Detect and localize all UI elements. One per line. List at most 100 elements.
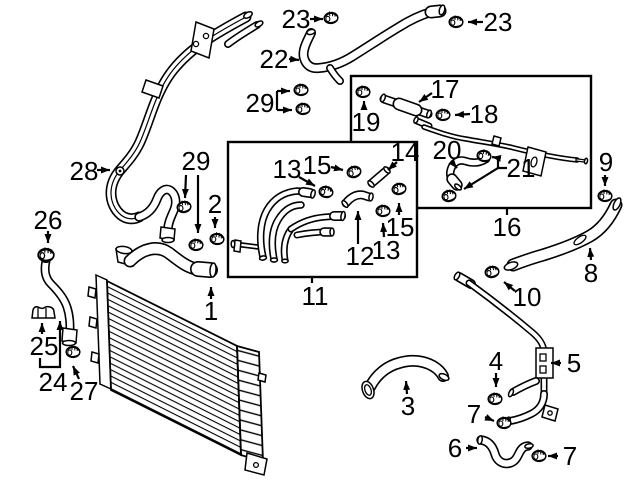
callout-12[interactable]: 12 bbox=[346, 211, 375, 271]
callout-label-7-lower: 7 bbox=[563, 441, 577, 471]
part-10-clamp bbox=[483, 263, 501, 280]
callout-leader-line bbox=[503, 281, 516, 292]
part-5-pipe bbox=[453, 271, 559, 426]
callout-6[interactable]: 6 bbox=[448, 433, 477, 463]
callout-11[interactable]: 11 bbox=[302, 277, 329, 311]
part-radiator bbox=[87, 245, 268, 476]
callout-label-26: 26 bbox=[34, 205, 63, 235]
part-7-clamp-b bbox=[531, 448, 547, 463]
part-25-clip bbox=[31, 305, 56, 319]
callout-8[interactable]: 8 bbox=[584, 247, 598, 288]
part-24-hose-group bbox=[31, 256, 78, 347]
callout-label-9: 9 bbox=[599, 147, 613, 177]
callout-7-lower[interactable]: 7 bbox=[548, 441, 577, 471]
callout-25[interactable]: 25 bbox=[30, 323, 59, 361]
callout-label-11: 11 bbox=[302, 281, 329, 311]
callout-label-13-right: 13 bbox=[372, 235, 401, 265]
part-16-pipe bbox=[413, 116, 589, 177]
callout-14[interactable]: 14 bbox=[387, 137, 420, 171]
callout-9[interactable]: 9 bbox=[599, 147, 613, 186]
callout-leader-line bbox=[380, 222, 388, 238]
callout-label-29-upper: 29 bbox=[246, 88, 275, 118]
callout-27[interactable]: 27 bbox=[70, 365, 99, 406]
part-2-clamp bbox=[209, 231, 226, 246]
callout-1[interactable]: 1 bbox=[204, 287, 218, 326]
callout-leader-line bbox=[72, 365, 80, 380]
callout-28[interactable]: 28 bbox=[70, 156, 110, 186]
callout-label-13-left: 13 bbox=[273, 154, 302, 184]
part-29-clamp-d bbox=[188, 237, 204, 252]
callout-2[interactable]: 2 bbox=[208, 189, 222, 228]
callout-label-18: 18 bbox=[470, 99, 499, 129]
callout-label-10: 10 bbox=[513, 282, 542, 312]
callout-3[interactable]: 3 bbox=[401, 380, 415, 421]
callout-label-6: 6 bbox=[448, 433, 462, 463]
part-29-clamp-a bbox=[293, 82, 309, 97]
callout-7-upper[interactable]: 7 bbox=[467, 399, 495, 429]
callout-leader-line bbox=[38, 321, 64, 369]
callout-26[interactable]: 26 bbox=[34, 205, 63, 243]
callout-label-27: 27 bbox=[70, 376, 99, 406]
callout-leader-line bbox=[587, 247, 595, 261]
callout-13-left[interactable]: 13 bbox=[273, 154, 316, 187]
callout-18[interactable]: 18 bbox=[454, 99, 499, 129]
pipe-bracket bbox=[190, 20, 215, 60]
callout-21[interactable]: 21 bbox=[463, 153, 535, 190]
part-1-hose bbox=[123, 242, 218, 278]
part-28-pipe-assembly bbox=[105, 11, 264, 244]
callout-label-16: 16 bbox=[493, 212, 522, 242]
callout-15-right[interactable]: 15 bbox=[386, 203, 415, 242]
callout-label-5: 5 bbox=[567, 348, 581, 378]
callout-leader-line bbox=[288, 55, 300, 63]
callout-29-upper[interactable]: 29 bbox=[246, 87, 292, 118]
radiator-bracket bbox=[244, 452, 268, 476]
callout-4[interactable]: 4 bbox=[489, 346, 503, 387]
callout-leader-line bbox=[330, 164, 344, 172]
callout-leader-line bbox=[387, 161, 398, 171]
callout-23-left[interactable]: 23 bbox=[282, 4, 323, 34]
callout-16[interactable]: 16 bbox=[493, 209, 522, 242]
callout-19[interactable]: 19 bbox=[352, 101, 381, 137]
callout-leader-line bbox=[403, 380, 411, 395]
callout-label-14: 14 bbox=[391, 137, 420, 167]
part-22-hose bbox=[298, 4, 447, 85]
callout-10[interactable]: 10 bbox=[503, 281, 542, 312]
callout-leader-line bbox=[448, 158, 458, 169]
callout-label-7-upper: 7 bbox=[467, 399, 481, 429]
callout-label-23-right: 23 bbox=[484, 7, 513, 37]
part-26-clamp bbox=[37, 246, 55, 263]
callout-29-middle[interactable]: 29 bbox=[182, 146, 211, 233]
callout-13-right[interactable]: 13 bbox=[372, 222, 401, 265]
callout-22[interactable]: 22 bbox=[260, 44, 300, 74]
callout-label-25: 25 bbox=[30, 331, 59, 361]
callout-17[interactable]: 17 bbox=[418, 74, 460, 104]
callout-label-20: 20 bbox=[433, 135, 462, 165]
callout-leader-line bbox=[463, 167, 499, 190]
callout-20[interactable]: 20 bbox=[433, 135, 462, 169]
callout-leader-line bbox=[418, 92, 433, 103]
part-9-clamp bbox=[597, 188, 613, 203]
callout-5[interactable]: 5 bbox=[551, 348, 581, 378]
callout-label-24: 24 bbox=[39, 367, 68, 397]
callout-label-2: 2 bbox=[208, 189, 222, 219]
part-14-hose bbox=[367, 166, 391, 188]
part-17-pipe bbox=[379, 93, 433, 119]
callout-label-4: 4 bbox=[489, 346, 503, 376]
callout-15-left[interactable]: 15 bbox=[303, 150, 344, 180]
callout-23-right[interactable]: 23 bbox=[468, 7, 512, 37]
callout-label-15-right: 15 bbox=[386, 212, 415, 242]
radiator-core bbox=[106, 279, 242, 457]
callout-label-29-middle: 29 bbox=[182, 146, 211, 176]
callout-leader-line bbox=[454, 110, 471, 118]
callout-label-17: 17 bbox=[431, 74, 460, 104]
part-4-clamp bbox=[487, 391, 503, 406]
part-23-clamp-b bbox=[448, 14, 464, 29]
part-12-hose bbox=[341, 190, 374, 209]
callout-label-3: 3 bbox=[401, 391, 415, 421]
part-3-hose bbox=[361, 354, 450, 400]
callout-leader-line bbox=[181, 174, 189, 199]
callout-24[interactable]: 24 bbox=[39, 321, 68, 397]
